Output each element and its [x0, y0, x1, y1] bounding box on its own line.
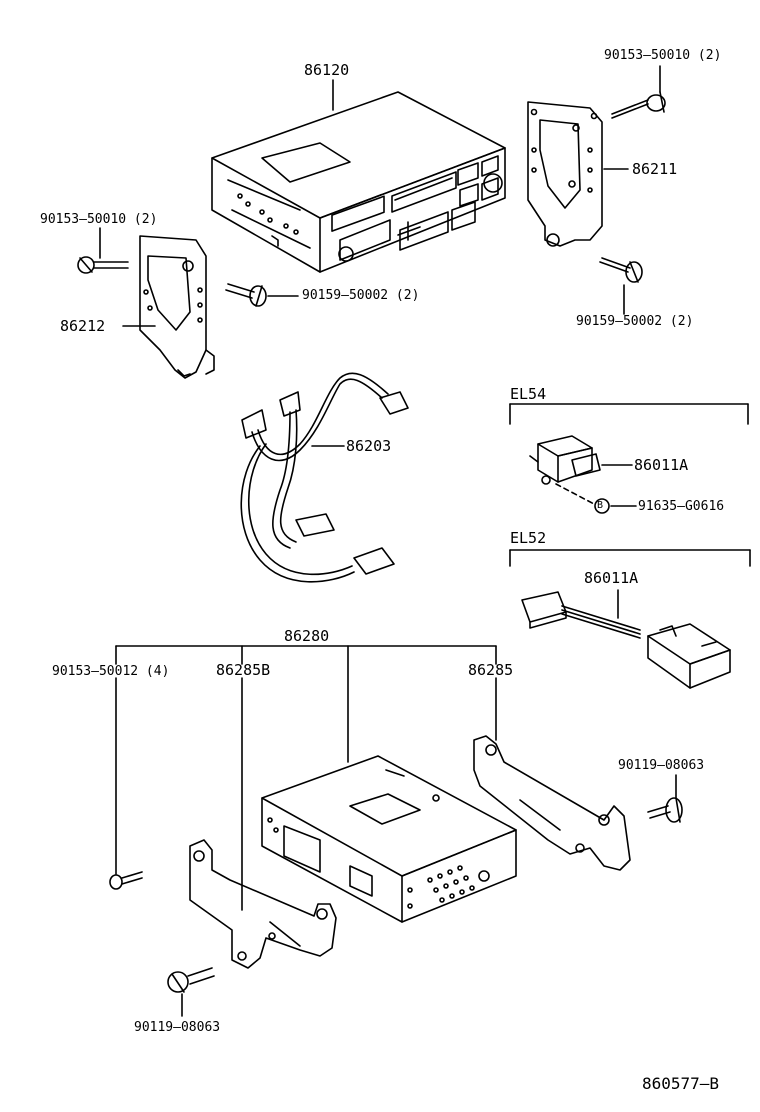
amp-bracket-left-drawing	[190, 840, 336, 968]
label-amp-assembly: 86280	[284, 627, 330, 645]
label-plug-el54: 86011A	[634, 456, 689, 474]
label-amp-bracket-right: 86285	[468, 661, 514, 679]
amp-unit-drawing	[262, 756, 516, 922]
label-amp-bracket-left: 86285B	[216, 661, 271, 679]
amp-assembly-bracket-line	[116, 646, 496, 762]
bracket-left-drawing	[140, 236, 214, 378]
bracket-right-drawing	[528, 102, 602, 246]
screw-top-left-drawing	[78, 257, 128, 273]
label-screw-top-left: 90153–50010 (2)	[40, 212, 158, 227]
label-head-unit: 86120	[304, 61, 350, 79]
label-screw-amp: 90153–50012 (4)	[52, 664, 170, 679]
label-bolt-amp-right: 90119–08063	[618, 758, 705, 773]
label-plug-el52: 86011A	[584, 569, 639, 587]
label-screw-top-right: 90153–50010 (2)	[604, 48, 722, 63]
amp-bracket-right-drawing	[474, 736, 630, 870]
label-clip-el54: 91635–G0616	[638, 499, 725, 514]
bolt-amp-left-drawing	[168, 968, 214, 992]
el52-section-frame	[510, 550, 750, 566]
label-section-el54: EL54	[510, 385, 547, 403]
diagram-code: 860577–B	[642, 1074, 720, 1093]
clip-marker-circle	[595, 499, 609, 513]
label-bracket-right: 86211	[632, 160, 678, 178]
label-section-el52: EL52	[510, 529, 547, 547]
el54-section-frame	[510, 404, 748, 424]
wire-harness-drawing	[241, 373, 408, 582]
head-unit-drawing	[212, 92, 505, 272]
plug-el54-drawing	[530, 436, 600, 504]
screw-amp-drawing	[110, 872, 142, 889]
label-bolt-amp-left: 90119–08063	[134, 1020, 221, 1035]
plug-el52-drawing	[522, 592, 730, 688]
bolt-amp-right-drawing	[648, 798, 682, 822]
label-bolt-right: 90159–50002 (2)	[576, 314, 694, 329]
screw-top-right-drawing	[612, 92, 665, 118]
bolt-center-drawing	[226, 284, 266, 306]
bolt-right-drawing	[600, 258, 642, 282]
label-bracket-left: 86212	[60, 317, 106, 335]
label-clip-marker: B	[597, 500, 604, 511]
label-wire-harness: 86203	[346, 437, 392, 455]
label-bolt-center: 90159–50002 (2)	[302, 288, 420, 303]
